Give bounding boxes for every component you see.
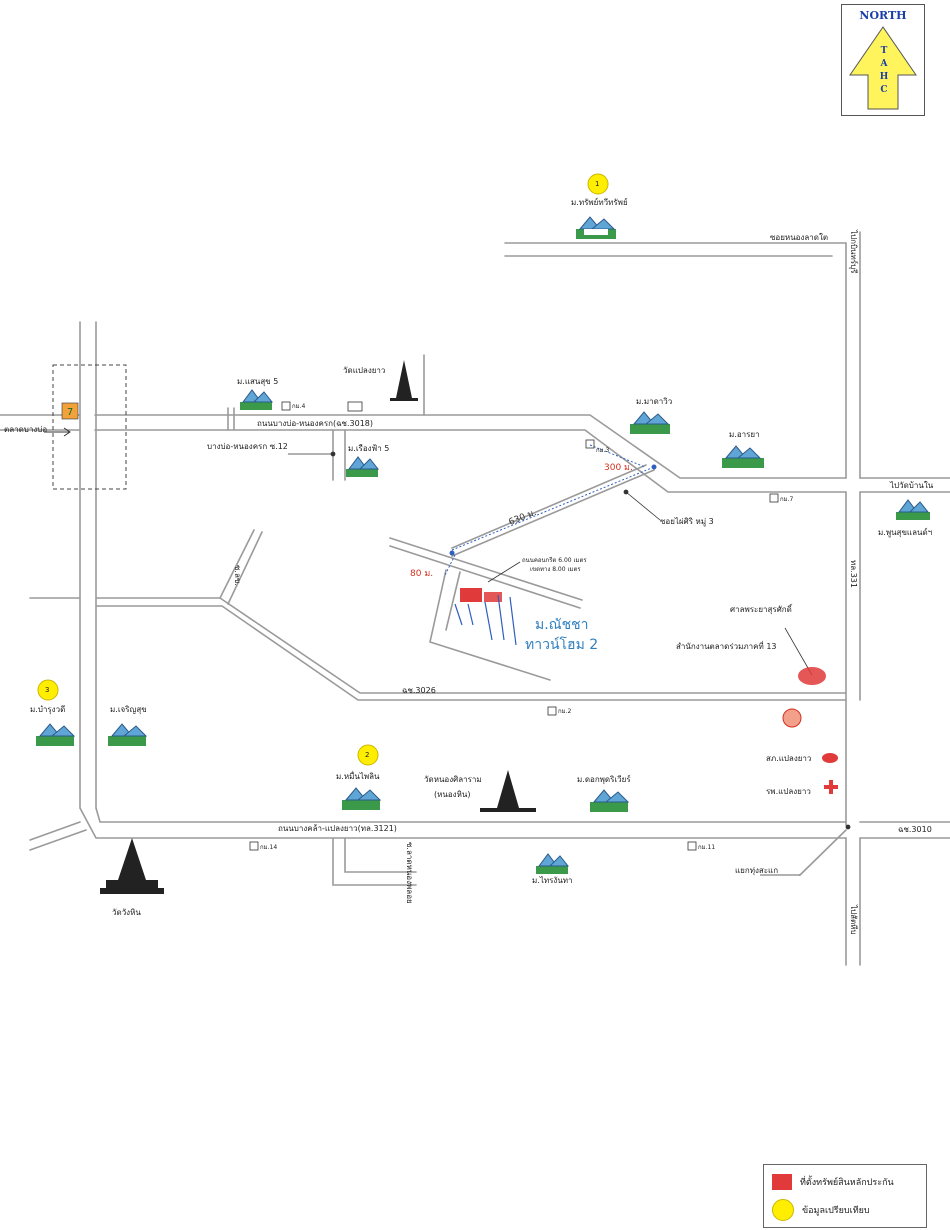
village-bamrung-label: ม.บำรุงวดี <box>30 705 66 714</box>
soi-bottom-right-label: แยกทุ่งสะแก <box>735 866 779 875</box>
office-marker <box>782 708 802 728</box>
km4-label: กม.4 <box>292 403 306 410</box>
km7-label: กม.7 <box>780 496 794 503</box>
office-13-label: สำนักงานตลาดร่วมภาคที่ 13 <box>676 642 777 651</box>
market-arrow-icon <box>44 427 71 437</box>
police-marker <box>822 753 838 763</box>
subject-name-line1: ม.ณัชชา <box>535 617 589 633</box>
north-arrow: NORTH T A H C <box>841 4 925 116</box>
to-watbanbai-label: ไปวัดบ้านใน <box>890 481 934 490</box>
legend-row-subject: ที่ตั้งทรัพย์สินหลักประกัน <box>772 1171 894 1193</box>
km11-label: กม.11 <box>698 844 716 851</box>
legend-yellow-label: ข้อมูลเปรียบเทียบ <box>802 1206 870 1216</box>
north-title: NORTH <box>859 9 907 22</box>
soi-phaisiri <box>451 469 655 557</box>
police-label: สภ.แปลงยาว <box>766 754 812 763</box>
village-kanda-label: ม.มาดาวิว <box>636 397 673 406</box>
village-hinphat-label: ม.หมื่นไพลิน <box>336 772 380 781</box>
road-3121 <box>95 807 847 823</box>
km3-label: กม.3 <box>596 447 610 454</box>
svg-text:7: 7 <box>67 407 73 418</box>
village-ruengfa-label: ม.เรืองฟ้า 5 <box>348 444 390 453</box>
wat-wanghin-label: วัดวังหิน <box>112 908 141 917</box>
comparable-3-number: 3 <box>45 686 50 694</box>
wat-nongsila-icon <box>480 770 536 812</box>
north-letters: T A H C <box>879 46 889 95</box>
seven-eleven-icon <box>61 402 79 420</box>
road-3010-label: ฉช.3010 <box>898 825 932 834</box>
map-legend: ที่ตั้งทรัพย์สินหลักประกัน ข้อมูลเปรียบเ… <box>763 1164 927 1228</box>
subject-name-line2: ทาวน์โฮม 2 <box>525 637 599 653</box>
wat-nongsila-label-2: (หนองหิน) <box>434 790 471 799</box>
wat-plaengyao-icon <box>390 360 418 401</box>
village-sirinda-label: ม.ไทรงันทา <box>532 876 573 885</box>
dist-80: 80 ม. <box>410 569 434 579</box>
road-331-label: ทล.331 <box>849 560 858 588</box>
road-width-note-2: เขตทาง 8.00 เมตร <box>530 566 581 573</box>
village-charoensuk-label: ม.เจริญสุข <box>110 705 147 714</box>
to-market-label: ตลาดบางบ่อ <box>4 425 48 434</box>
soi-nonglaeng-label: ซอยหนองลาดใต <box>770 233 829 242</box>
market-boundary <box>52 364 127 490</box>
road-3018-label: ถนนบางบ่อ-หนองครก(ฉช.3018) <box>257 419 373 428</box>
village-phukhun-label: ม.พูนสุขแลนด์ฯ <box>878 528 933 537</box>
to-kabin-label: ไปกบินทร์บุรี <box>849 230 858 274</box>
soi-left-diag-label: ซ.ลข. <box>233 565 242 586</box>
hospital-label: รพ.แปลงยาว <box>766 787 811 796</box>
bangbo-12-label: บางบ่อ-หนองครก ซ.12 <box>207 442 288 451</box>
soi-phaisiri-label: ซอยไผ่ศิริ หมู่ 3 <box>660 517 714 526</box>
soi-nonglaeng <box>504 242 847 479</box>
legend-row-comparable: ข้อมูลเปรียบเทียบ <box>772 1199 870 1221</box>
road-3026 <box>95 597 847 694</box>
km2-label: กม.2 <box>558 708 572 715</box>
village-top-label: ม.ทรัพย์ทวีทรัพย์ <box>571 198 628 207</box>
village-araya-label: ม.อารยา <box>729 430 760 439</box>
legend-yellow-swatch <box>772 1199 794 1221</box>
road-3121-label: ถนนบางคล้า-แปลงยาว(ทล.3121) <box>278 824 397 833</box>
house-icons <box>36 216 930 874</box>
comparable-1-number: 1 <box>595 180 600 188</box>
wat-nongsila-label-1: วัดหนองศิลาราม <box>424 775 482 784</box>
hospital-marker <box>824 780 838 794</box>
km14-label: กม.14 <box>260 844 278 851</box>
road-3026-label: ฉช.3026 <box>402 686 436 695</box>
wat-wanghin-icon <box>100 838 164 894</box>
village-phuttha-label: ม.ดอกพุดริเวียร์ <box>577 775 631 784</box>
road-3018 <box>94 414 847 479</box>
village-sansuk-label: ม.แสนสุข 5 <box>237 377 279 386</box>
legend-red-label: ที่ตั้งทรัพย์สินหลักประกัน <box>800 1178 894 1188</box>
north-arrow-icon <box>849 26 917 110</box>
wat-plaengyao-label: วัดแปลงยาว <box>343 366 386 375</box>
comparable-markers <box>37 173 609 766</box>
dist-300: 300 ม. <box>604 463 633 473</box>
shrine-label: ศาลพระยาสุรศักดิ์ <box>730 605 792 614</box>
to-sattahip-label: ไปสัตหีบ <box>849 905 858 935</box>
legend-red-swatch <box>772 1174 792 1190</box>
road-width-note-1: ถนนคอนกรีต 6.00 เมตร <box>522 557 587 564</box>
soi-bottom-vertical-label: ซ.ลาดหนองพลอย <box>405 842 414 904</box>
subject-property-marker <box>454 588 517 646</box>
comparable-2-number: 2 <box>365 751 370 759</box>
shrine-marker <box>798 667 826 685</box>
